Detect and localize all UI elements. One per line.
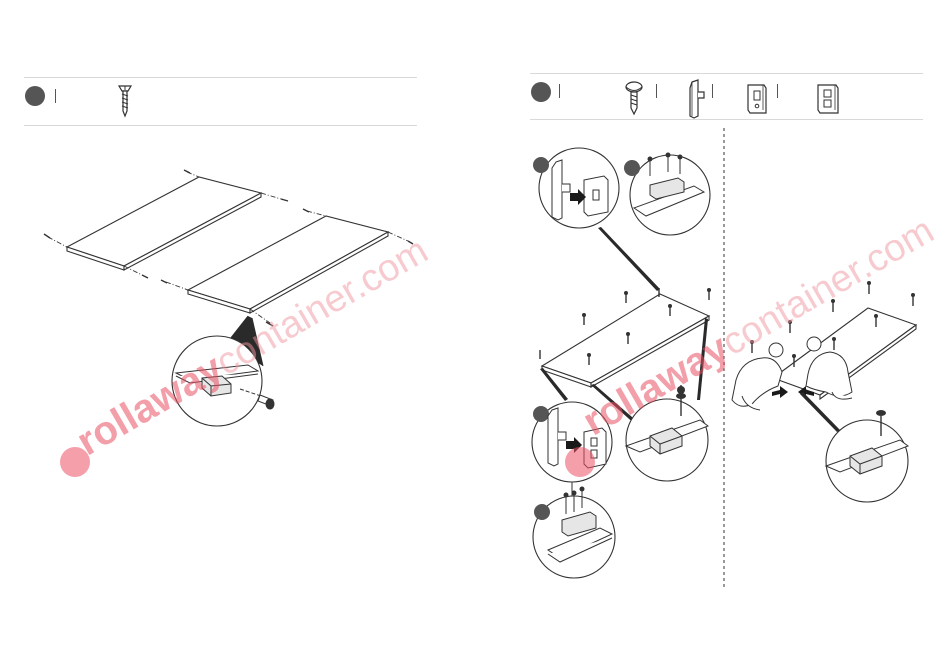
watermark-logo-icon-2 (565, 447, 595, 477)
